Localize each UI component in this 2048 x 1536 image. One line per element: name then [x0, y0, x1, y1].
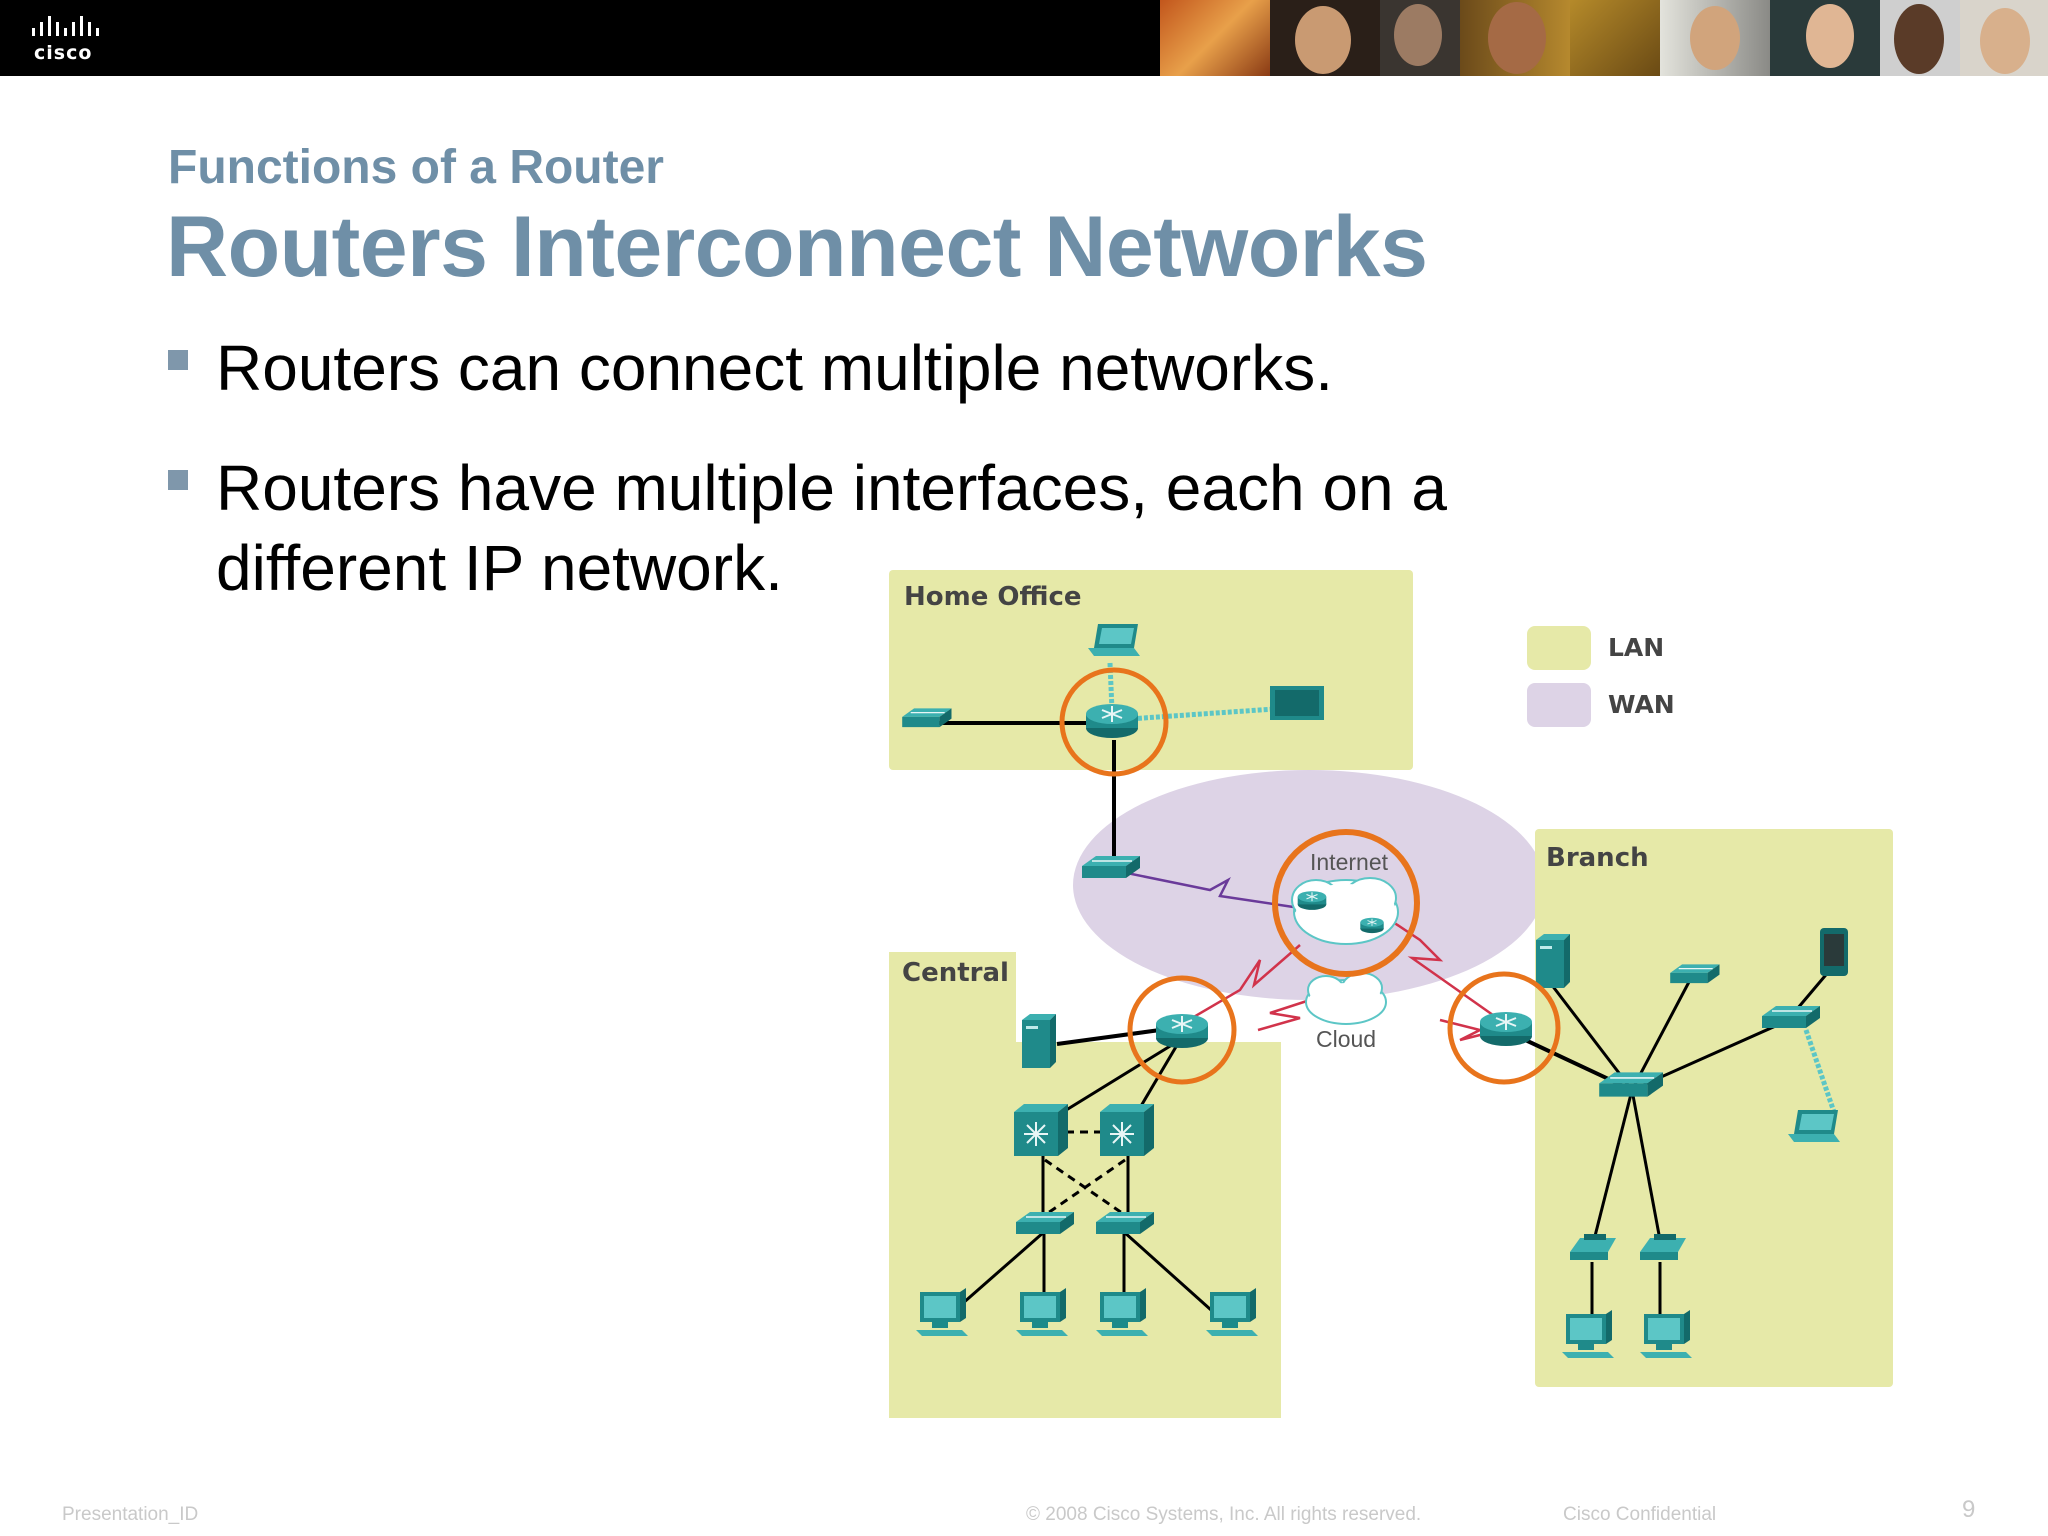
- home-tablet-icon: [1270, 686, 1324, 720]
- branch-router-highlight: [1447, 971, 1561, 1085]
- central-router-highlight: [1127, 975, 1237, 1085]
- legend-lan-label: LAN: [1608, 633, 1664, 662]
- photo-tile: [1570, 0, 1660, 76]
- home-router-highlight: [1059, 667, 1169, 777]
- photo-tile: [1960, 0, 2048, 76]
- internet-label: Internet: [1310, 849, 1389, 875]
- legend-wan-label: WAN: [1608, 690, 1675, 719]
- central-area: [889, 952, 1281, 1418]
- home-router-icon: [1085, 703, 1139, 739]
- branch-server-icon: [1536, 934, 1570, 988]
- footer-copyright: © 2008 Cisco Systems, Inc. All rights re…: [1026, 1504, 1422, 1525]
- photo-tile: [1270, 0, 1380, 76]
- internet-highlight: [1272, 829, 1420, 977]
- bullet-marker: [168, 350, 188, 370]
- bullet-text: Routers have multiple interfaces, each o…: [216, 452, 1447, 604]
- photo-tile: [1380, 0, 1460, 76]
- photo-tile: [1660, 0, 1770, 76]
- header-bar: cisco: [0, 0, 2048, 76]
- branch-area: [1535, 829, 1893, 1387]
- page-number: 9: [1962, 1496, 1976, 1523]
- central-router-icon: [1155, 1013, 1209, 1049]
- footer-confidential: Cisco Confidential: [1563, 1504, 1717, 1525]
- central-label: Central: [902, 958, 1009, 988]
- cisco-bars-icon: [32, 16, 99, 36]
- cisco-logo-text: cisco: [34, 42, 93, 64]
- branch-router-icon: [1479, 1011, 1533, 1047]
- home-office-label: Home Office: [904, 582, 1082, 612]
- central-server-icon: [1022, 1014, 1056, 1068]
- cloud-label: Cloud: [1316, 1026, 1376, 1052]
- branch-phone-icon: [1820, 928, 1848, 976]
- bullet-marker: [168, 470, 188, 490]
- branch-label: Branch: [1546, 843, 1649, 873]
- photo-tile: [1460, 0, 1570, 76]
- photo-tile: [1880, 0, 1960, 76]
- cisco-logo: cisco: [32, 14, 122, 64]
- photo-tile: [1160, 0, 1270, 76]
- bullet-text: Routers can connect multiple networks.: [216, 332, 1333, 404]
- photo-tile: [1770, 0, 1880, 76]
- central-l3switch-icon: [1013, 1103, 1069, 1157]
- internet-cloud-icon: [1291, 877, 1399, 945]
- footer-presentation-id: Presentation_ID: [62, 1504, 199, 1525]
- legend-wan-swatch: [1527, 683, 1591, 727]
- central-l3switch-icon: [1099, 1103, 1155, 1157]
- legend-lan-swatch: [1527, 626, 1591, 670]
- slide-title: Routers Interconnect Networks: [166, 199, 1428, 295]
- cloud-icon: [1305, 972, 1387, 1025]
- photo-strip: [1160, 0, 2048, 76]
- slide-subtitle: Functions of a Router: [168, 141, 664, 194]
